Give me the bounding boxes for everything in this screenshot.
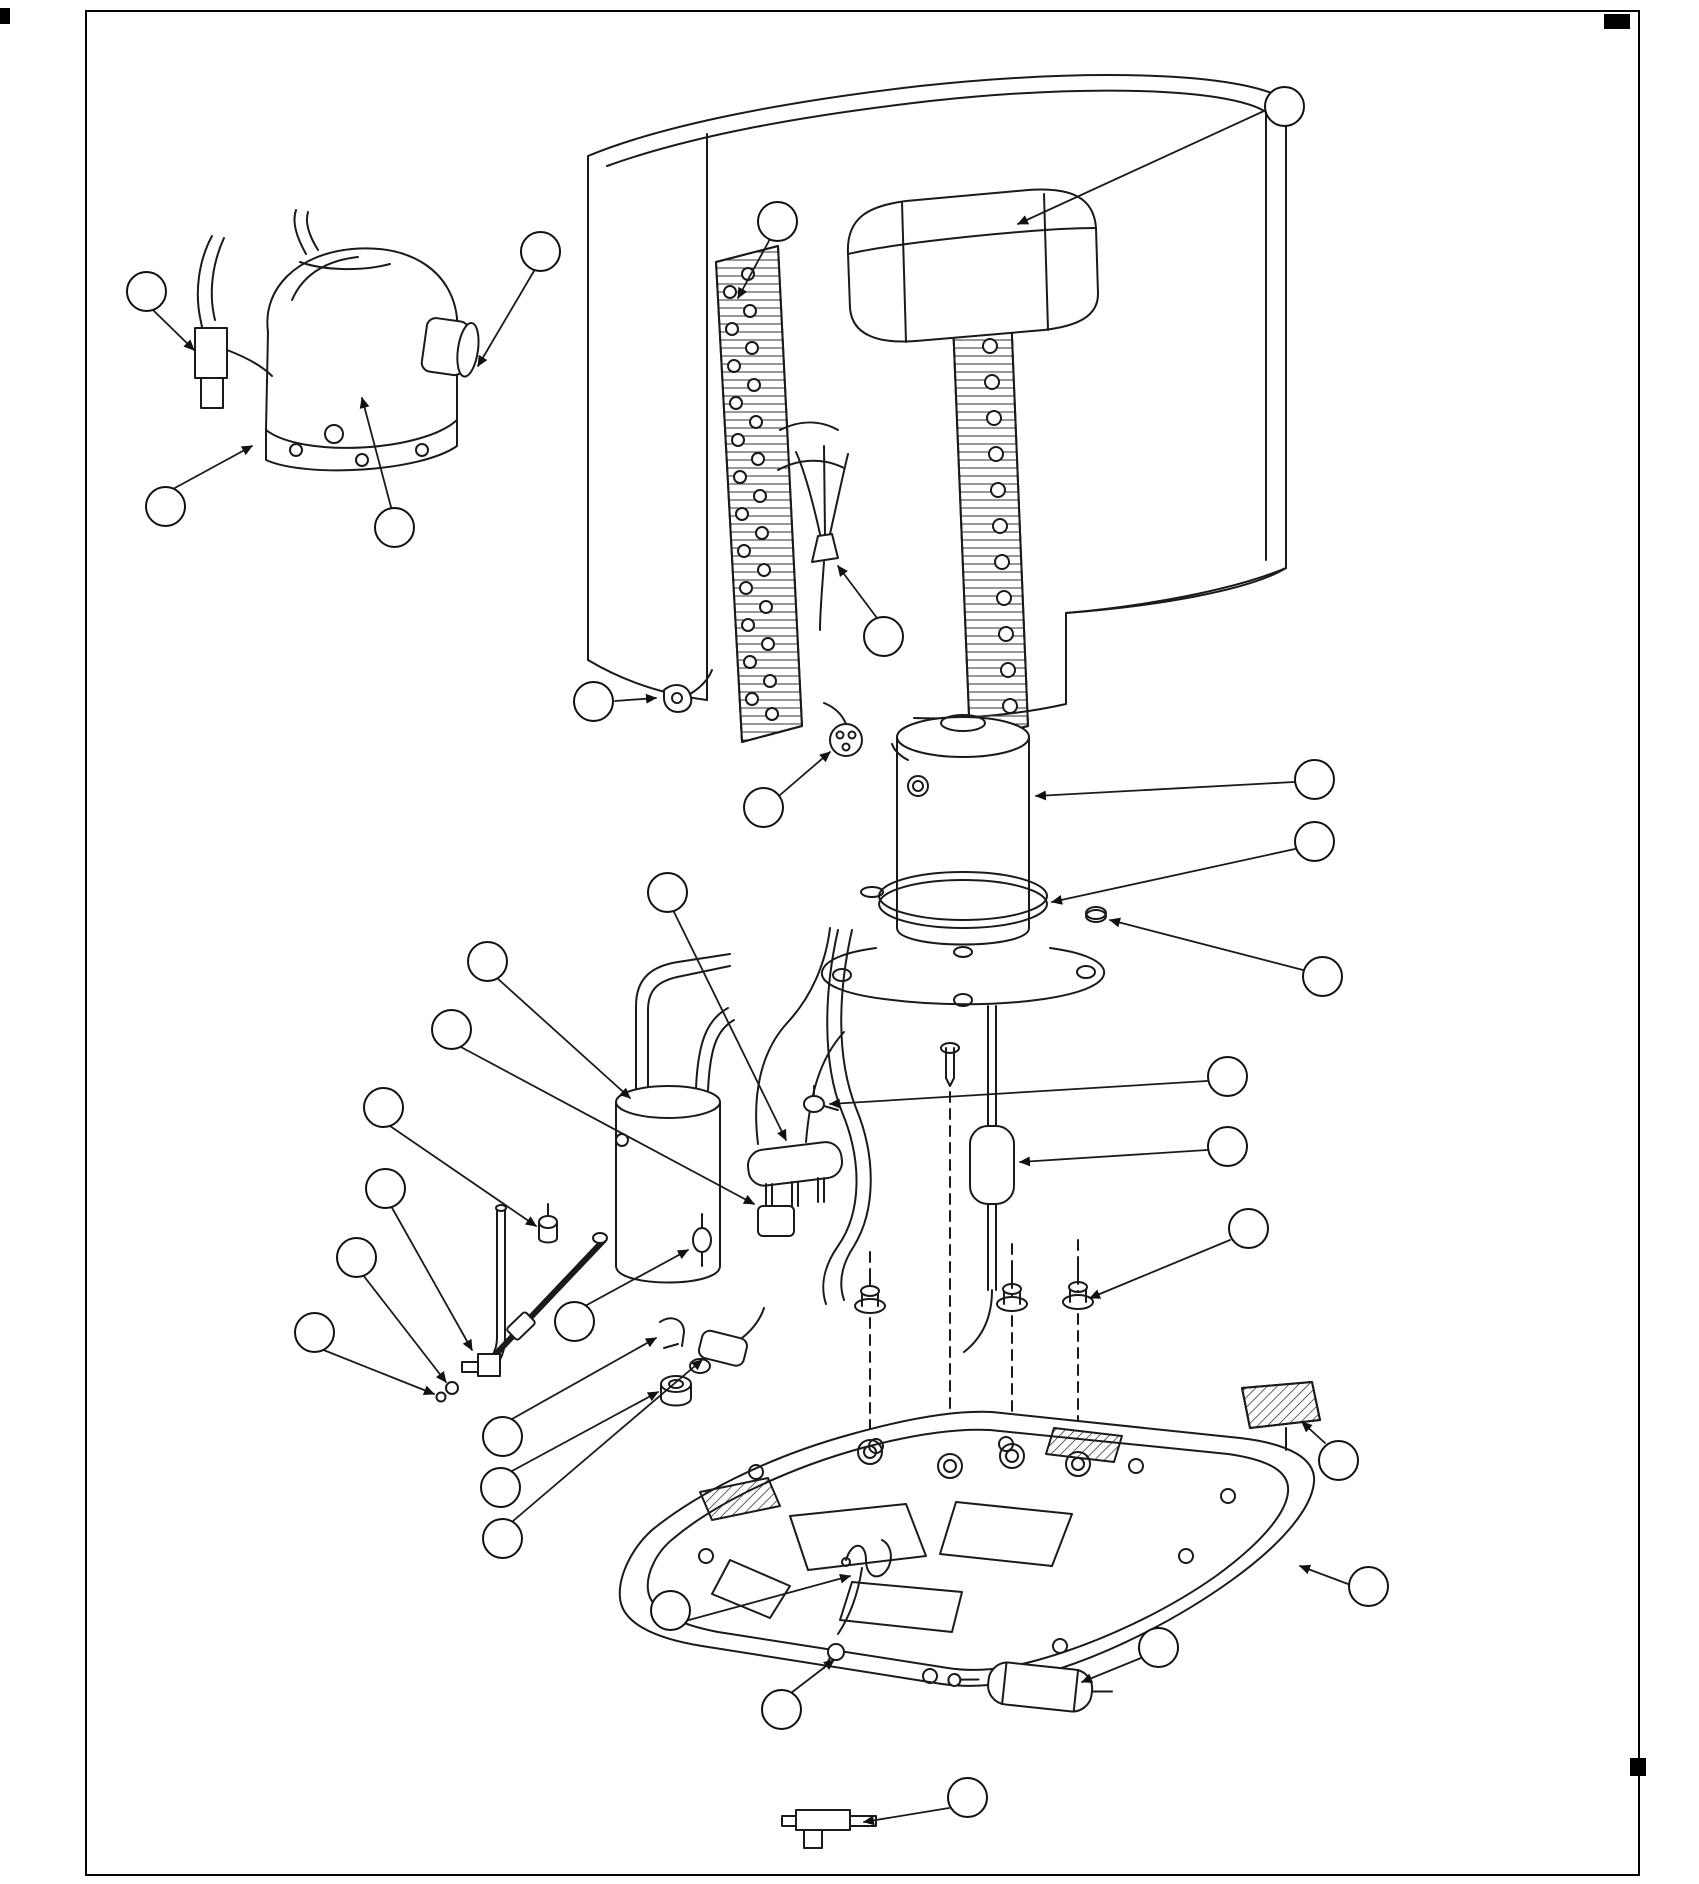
callout-35 <box>1294 821 1335 862</box>
callout-29 <box>480 1467 521 1508</box>
distributor-part <box>777 421 849 631</box>
blanket-sound-part <box>846 188 1099 343</box>
callout-11 <box>1302 956 1343 997</box>
registration-mark <box>1604 14 1630 29</box>
switch-temp-cc-part <box>781 1809 877 1849</box>
reversing-valve-part <box>746 927 845 1237</box>
compressor-main <box>820 714 1107 1007</box>
callout-8 <box>365 1168 406 1209</box>
suction-valve-part <box>689 1307 765 1374</box>
callout-22 <box>573 681 614 722</box>
support-coil-part <box>1241 1381 1321 1451</box>
callout-6 <box>757 201 798 242</box>
callout-19 <box>1207 1056 1248 1097</box>
base-pan-part <box>618 1410 1316 1687</box>
bolt-part <box>940 1042 960 1087</box>
compressor-small <box>194 209 480 472</box>
lp-switch-part <box>538 1203 558 1244</box>
callout-16 <box>650 1590 691 1631</box>
callout-37 <box>520 231 561 272</box>
pipes <box>803 929 1015 1353</box>
callout-17 <box>363 1087 404 1128</box>
callout-30 <box>482 1416 523 1457</box>
registration-mark <box>0 8 10 24</box>
callout-1-mid <box>1294 759 1335 800</box>
callout-9-mid <box>743 787 784 828</box>
callout-1-top <box>374 507 415 548</box>
leader-lines <box>152 110 1349 1826</box>
callout-20 <box>863 616 904 657</box>
part-14-fitting <box>692 1213 712 1267</box>
plug-compressor-part <box>823 702 863 757</box>
callout-27 <box>1264 86 1305 127</box>
page-border <box>85 10 1640 1876</box>
callout-15 <box>467 941 508 982</box>
callout-14 <box>554 1301 595 1342</box>
coil-front <box>715 245 803 743</box>
callout-18 <box>336 1237 377 1278</box>
callout-23 <box>1207 1126 1248 1167</box>
callout-7 <box>482 1518 523 1559</box>
callout-9-top <box>145 486 186 527</box>
callout-13 <box>431 1009 472 1050</box>
callout-24 <box>1138 1627 1179 1668</box>
callout-N <box>1318 1440 1359 1481</box>
callout-12 <box>647 872 688 913</box>
cabinet-shroud <box>587 74 1287 720</box>
sensor-defrost-part <box>663 669 713 713</box>
callout-31 <box>294 1312 335 1353</box>
callout-36 <box>947 1777 988 1818</box>
callout-G <box>1348 1566 1389 1607</box>
clip-part <box>659 1317 685 1349</box>
callout-38 <box>126 271 167 312</box>
liquid-line-parts <box>435 1204 608 1403</box>
capillary-part <box>837 1539 892 1635</box>
callout-10 <box>1228 1208 1269 1249</box>
registration-mark <box>1630 1758 1646 1776</box>
isolator-parts <box>854 1267 1094 1314</box>
coil-right <box>951 287 1029 741</box>
callout-28 <box>761 1689 802 1730</box>
filter-drier-part <box>947 1661 1114 1713</box>
accumulator-part <box>615 953 735 1284</box>
